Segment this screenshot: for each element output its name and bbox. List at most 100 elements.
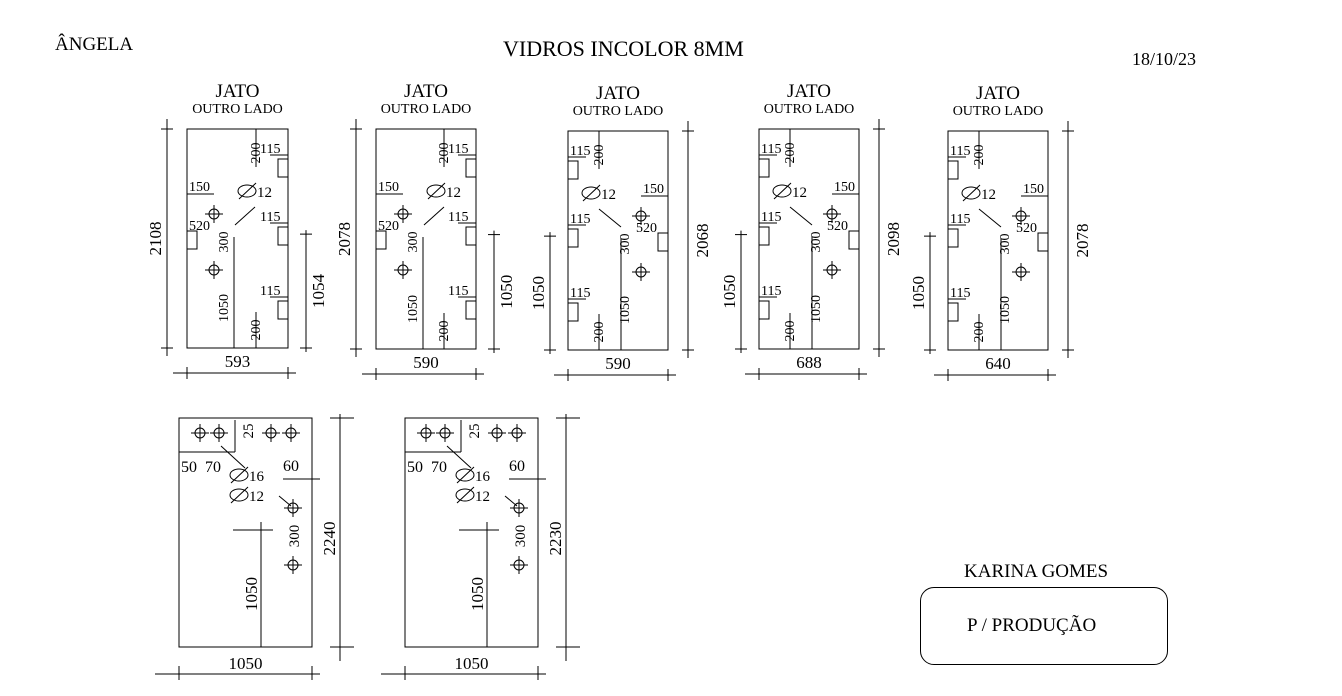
diameter-symbol-slash: [238, 182, 257, 200]
hinge-notch: [948, 228, 959, 248]
diameter-symbol: [237, 184, 257, 198]
hole-spacing: 300: [618, 234, 633, 255]
finish-note: OUTRO LADO: [381, 102, 472, 117]
panel-height: 2108: [146, 222, 165, 256]
glass-panel: [567, 130, 669, 351]
panel-height: 2078: [335, 222, 354, 256]
lock-height: 520: [378, 219, 399, 234]
fixed-glass-panel: [178, 417, 313, 648]
hole-spacing: 300: [998, 234, 1013, 255]
diameter-symbol-slash: [773, 182, 792, 200]
leader-line: [446, 445, 472, 469]
hinge-offset: 115: [950, 286, 970, 301]
diameter-symbol: [772, 184, 792, 198]
hole-spacing-a: 50: [407, 459, 423, 476]
hole-diameter: 12: [257, 185, 272, 201]
fixed-panel-width: 1050: [455, 654, 489, 673]
handle-axis-height: 1050: [217, 294, 232, 322]
hole-diameter: 12: [792, 185, 807, 201]
lock-height: 520: [827, 219, 848, 234]
hinge-notch: [759, 226, 770, 246]
finish-label: JATO: [976, 83, 1020, 104]
lock-height: 520: [1016, 221, 1037, 236]
hinge-offset: 115: [448, 284, 468, 299]
diameter-symbol-slash: [456, 466, 475, 484]
side-offset: 60: [283, 458, 299, 475]
handle-axis-height: 1050: [242, 577, 261, 611]
hinge-notch: [948, 302, 959, 322]
diameter-symbol-slash: [962, 184, 981, 202]
fixed-panel-height: 2230: [546, 522, 565, 556]
diameter-symbol: [455, 468, 475, 482]
diameter-symbol-slash: [456, 486, 475, 504]
side-hole-spacing: 300: [513, 525, 529, 548]
hinge-distance-top: 200: [783, 143, 798, 164]
hinge-notch: [376, 230, 387, 250]
finish-note: OUTRO LADO: [192, 102, 283, 117]
hinge-distance-top: 200: [249, 143, 264, 164]
lock-offset: 150: [378, 180, 399, 195]
production-stamp: P / PRODUÇÃO: [920, 587, 1168, 665]
hole-diameter-large: 16: [249, 469, 265, 485]
hole-diameter: 12: [446, 185, 461, 201]
hinge-notch: [657, 232, 668, 252]
glass-panel: [375, 128, 477, 350]
hole-diameter-small: 12: [249, 489, 264, 505]
hole-spacing-b: 70: [205, 459, 221, 476]
diameter-symbol-slash: [230, 486, 249, 504]
hinge-offset: 115: [950, 212, 970, 227]
hinge-notch: [948, 160, 959, 180]
handle-axis-height: 1050: [618, 296, 633, 324]
fixed-glass-panel: [404, 417, 539, 648]
hinge-notch: [465, 158, 476, 178]
lock-height: 520: [636, 221, 657, 236]
top-hole-offset: 25: [467, 424, 483, 439]
hinge-notch: [465, 226, 476, 246]
handle-height: 1050: [909, 276, 928, 310]
hinge-offset: 115: [570, 144, 590, 159]
hinge-notch: [568, 228, 579, 248]
hinge-distance-bottom: 200: [592, 322, 607, 343]
hole-diameter: 12: [981, 187, 996, 203]
hinge-notch: [759, 300, 770, 320]
hinge-offset: 115: [260, 284, 280, 299]
hinge-notch: [1037, 232, 1048, 252]
side-hole-spacing: 300: [287, 525, 303, 548]
hinge-distance-top: 200: [972, 145, 987, 166]
leader-line: [423, 206, 445, 226]
hinge-offset: 115: [950, 144, 970, 159]
hole-diameter-large: 16: [475, 469, 491, 485]
hinge-distance-top: 200: [437, 143, 452, 164]
lock-height: 520: [189, 219, 210, 234]
hinge-notch: [277, 300, 288, 320]
leader-line: [234, 206, 256, 226]
leader-line: [978, 208, 1002, 228]
finish-label: JATO: [787, 81, 831, 102]
diameter-symbol: [961, 186, 981, 200]
hinge-notch: [848, 230, 859, 250]
hole-spacing: 300: [809, 232, 824, 253]
lock-offset: 150: [643, 182, 664, 197]
hinge-offset: 115: [761, 142, 781, 157]
hinge-notch: [568, 160, 579, 180]
panel-height: 2068: [693, 224, 712, 258]
panel-width: 590: [605, 354, 631, 373]
diameter-symbol: [455, 488, 475, 502]
hinge-offset: 115: [448, 210, 468, 225]
hinge-notch: [465, 300, 476, 320]
hinge-notch: [187, 230, 198, 250]
finish-note: OUTRO LADO: [764, 102, 855, 117]
hinge-offset: 115: [761, 210, 781, 225]
glass-panel: [758, 128, 860, 350]
panel-width: 590: [413, 353, 439, 372]
side-offset: 60: [509, 458, 525, 475]
handle-height: 1050: [720, 275, 739, 309]
hole-spacing-b: 70: [431, 459, 447, 476]
panel-width: 688: [796, 353, 822, 372]
hinge-distance-top: 200: [592, 145, 607, 166]
glass-panel: [947, 130, 1049, 351]
fixed-panel-width: 1050: [229, 654, 263, 673]
lock-offset: 150: [189, 180, 210, 195]
hinge-offset: 115: [761, 284, 781, 299]
